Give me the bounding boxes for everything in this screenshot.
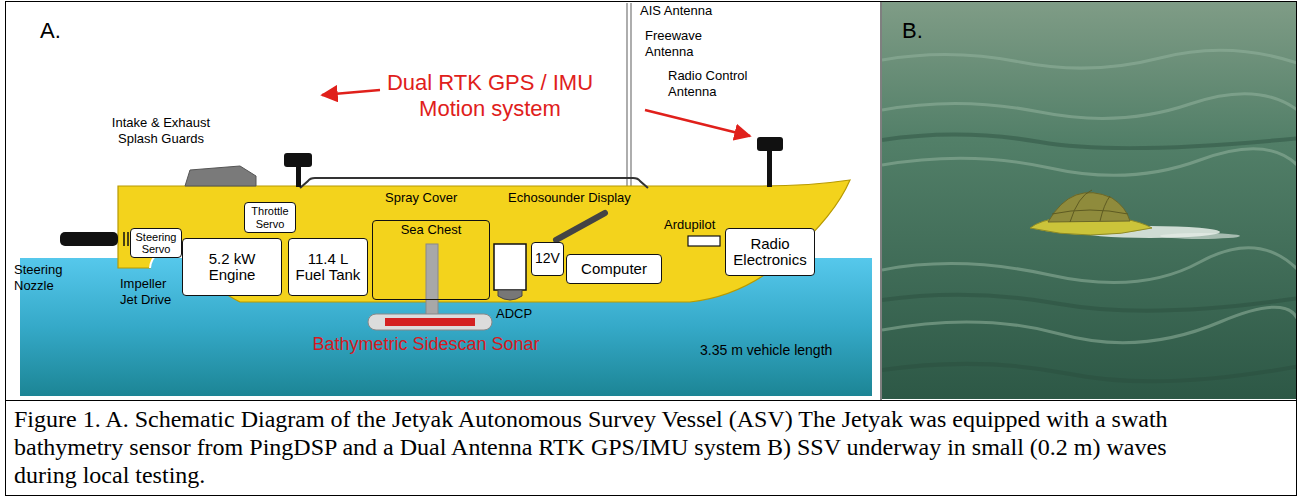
outer-frame bbox=[6, 2, 1297, 496]
computer-box: Computer bbox=[566, 254, 662, 284]
sonar-strut bbox=[426, 244, 438, 316]
arrow-line bbox=[645, 110, 750, 136]
caption-divider bbox=[6, 400, 1297, 401]
fuel-tank-box: 11.4 L Fuel Tank bbox=[288, 238, 368, 296]
part-label: Spray Cover bbox=[385, 190, 457, 206]
jetyak-hull bbox=[118, 180, 850, 302]
strap bbox=[1052, 210, 1128, 214]
box-text: 11.4 L Fuel Tank bbox=[292, 251, 364, 284]
steering-nozzle bbox=[60, 232, 118, 246]
part-label: Intake & Exhaust Splash Guards bbox=[96, 115, 226, 146]
wake bbox=[1160, 233, 1240, 239]
box-text: Steering Servo bbox=[134, 231, 178, 255]
spray-cover bbox=[300, 178, 648, 188]
photo bbox=[882, 2, 1296, 399]
wave bbox=[882, 50, 1296, 68]
box-text: Radio Electronics bbox=[729, 236, 811, 269]
panel-letter: B. bbox=[902, 18, 923, 44]
gps-antenna bbox=[284, 137, 783, 187]
servo-box: Steering Servo bbox=[130, 228, 182, 258]
panel-frame bbox=[6, 2, 1297, 496]
servo-box: Throttle Servo bbox=[244, 202, 296, 233]
panel-letter: A. bbox=[40, 18, 61, 44]
arrow-line bbox=[322, 90, 380, 95]
antenna-label: Freewave Antenna bbox=[645, 28, 711, 59]
part-label: Steering Nozzle bbox=[14, 262, 80, 293]
mast-line bbox=[626, 3, 627, 186]
engine-box: 5.2 kW Engine bbox=[182, 238, 282, 296]
part-label: ADCP bbox=[496, 306, 532, 322]
impeller-blade bbox=[123, 232, 125, 246]
wave-troughs bbox=[882, 134, 1296, 381]
figure-caption: Figure 1. A. Schematic Diagram of the Je… bbox=[14, 405, 1184, 489]
adcp-housing bbox=[494, 244, 526, 290]
sonar-label: Bathymetric Sidescan Sonar bbox=[300, 334, 552, 356]
echosounder-display bbox=[556, 213, 605, 240]
sonar-transducer bbox=[385, 318, 475, 326]
dimension-label: 3.35 m vehicle length bbox=[700, 342, 832, 359]
dome-straps bbox=[1052, 190, 1128, 222]
impeller-symbol bbox=[124, 232, 128, 246]
wave bbox=[882, 364, 1296, 381]
splash-guard bbox=[185, 166, 256, 186]
part-label: Impeller Jet Drive bbox=[120, 276, 186, 307]
panel-divider bbox=[881, 2, 882, 401]
antenna-mast bbox=[296, 165, 301, 187]
wave bbox=[882, 149, 1296, 176]
part-label: Ardupilot bbox=[664, 217, 715, 233]
system-label: Dual RTK GPS / IMU Motion system bbox=[352, 70, 628, 123]
ardupilot-board bbox=[688, 236, 720, 246]
impeller-blade bbox=[127, 232, 129, 246]
kayak-dome bbox=[1048, 193, 1130, 222]
box-text: 5.2 kW Engine bbox=[196, 251, 268, 284]
box-text: Throttle Servo bbox=[248, 205, 292, 229]
mast-line bbox=[630, 3, 631, 186]
electronics-box: Radio Electronics bbox=[725, 228, 815, 276]
wave bbox=[882, 134, 1296, 148]
sonar-body bbox=[368, 314, 492, 330]
box-text: 12V bbox=[535, 251, 560, 266]
wave bbox=[882, 248, 1296, 283]
adcp-transducer bbox=[498, 290, 522, 300]
antenna-mast bbox=[627, 3, 631, 186]
strap bbox=[1100, 196, 1110, 221]
box-text: Sea Chest bbox=[401, 223, 462, 237]
wave bbox=[882, 295, 1296, 311]
box-text: Computer bbox=[581, 261, 647, 278]
wave-lines bbox=[882, 50, 1296, 342]
wave bbox=[882, 94, 1296, 119]
antenna-label: Radio Control Antenna bbox=[668, 68, 764, 99]
antenna-head bbox=[284, 153, 312, 167]
wave bbox=[882, 307, 1296, 342]
antenna-head bbox=[757, 137, 783, 151]
strap bbox=[1070, 190, 1092, 222]
part-label: Echosounder Display bbox=[508, 190, 631, 206]
sea-chest-box: Sea Chest bbox=[372, 220, 490, 300]
battery-box: 12V bbox=[531, 242, 564, 276]
antenna-mast bbox=[767, 150, 772, 187]
antenna-label: AIS Antenna bbox=[640, 3, 712, 19]
